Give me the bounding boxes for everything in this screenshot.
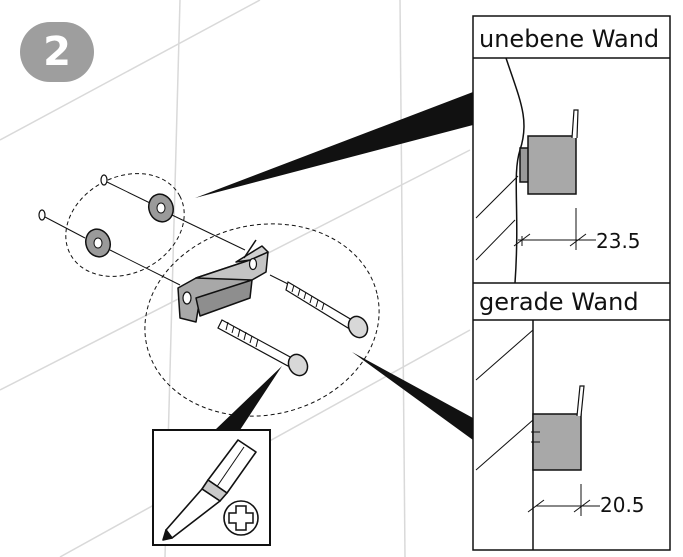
screw-upper <box>269 274 369 339</box>
washer-right <box>147 193 175 223</box>
detail-uneven-wall <box>475 57 596 284</box>
detail-straight-wall <box>475 320 600 550</box>
bracket-group <box>144 223 380 417</box>
callout-wedge-tool <box>215 366 282 430</box>
screwdriver-icon <box>162 439 257 541</box>
screwdriver-inset <box>152 429 271 546</box>
panel-title-straight-wall: gerade Wand <box>479 288 639 316</box>
panel-title-uneven-wall: unebene Wand <box>479 25 660 53</box>
phillips-head-icon <box>223 500 259 536</box>
dimension-straight-wall: 20.5 <box>600 493 645 517</box>
step-number-badge: 2 <box>20 22 94 82</box>
washer-left <box>84 228 112 258</box>
screw-lower <box>217 319 309 377</box>
callout-wedge-lower <box>352 352 473 440</box>
dimension-uneven-wall: 23.5 <box>596 229 641 253</box>
callout-wedge-upper <box>195 92 473 198</box>
mounting-bracket <box>177 239 269 323</box>
washer-group <box>38 173 246 286</box>
